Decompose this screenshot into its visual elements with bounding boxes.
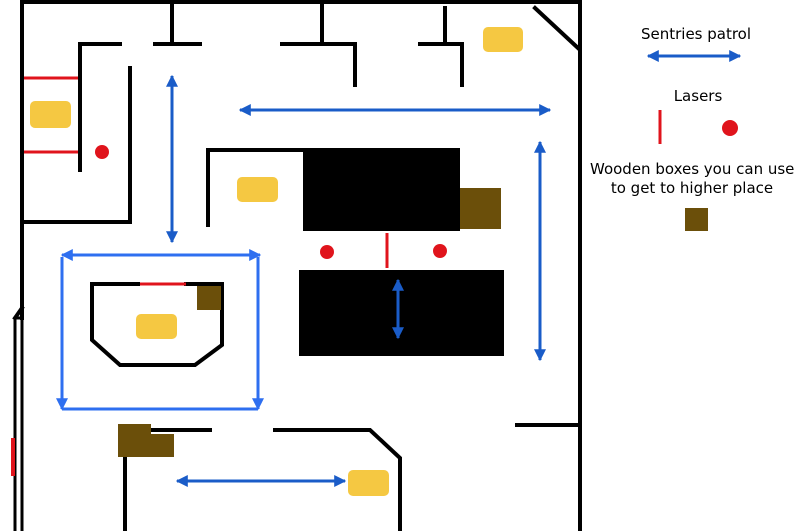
patrol-routes	[166, 74, 552, 487]
legend-boxes-label-line2: to get to higher place	[610, 179, 774, 197]
yellow-goal-icon	[483, 27, 523, 52]
black-block-lower	[299, 270, 504, 356]
patrol-loop	[56, 249, 264, 411]
wooden-box-icon	[197, 286, 221, 310]
black-block-upper	[303, 148, 460, 231]
yellow-goal-icon	[237, 177, 278, 202]
laser-beams	[11, 76, 389, 476]
legend	[646, 50, 742, 231]
central-room	[90, 282, 224, 367]
laser-emitter-icon	[320, 245, 334, 259]
laser-emitter-icon	[95, 145, 109, 159]
legend-lasers-label: Lasers	[673, 87, 723, 105]
yellow-goal-icon	[136, 314, 177, 339]
wooden-box-icon	[118, 424, 151, 457]
interior-walls	[20, 2, 578, 531]
wooden-box-icon	[460, 188, 501, 229]
legend-boxes-label-line1: Wooden boxes you can use	[590, 160, 795, 178]
legend-sentries-label: Sentries patrol	[640, 25, 752, 43]
laser-emitter-icon	[433, 244, 447, 258]
outer-walls	[12, 0, 582, 531]
wooden-box-icon	[685, 208, 708, 231]
yellow-goal-icon	[30, 101, 71, 128]
wooden-box-icon	[150, 434, 174, 457]
laser-emitter-icon	[722, 120, 738, 136]
yellow-goal-icon	[348, 470, 389, 496]
